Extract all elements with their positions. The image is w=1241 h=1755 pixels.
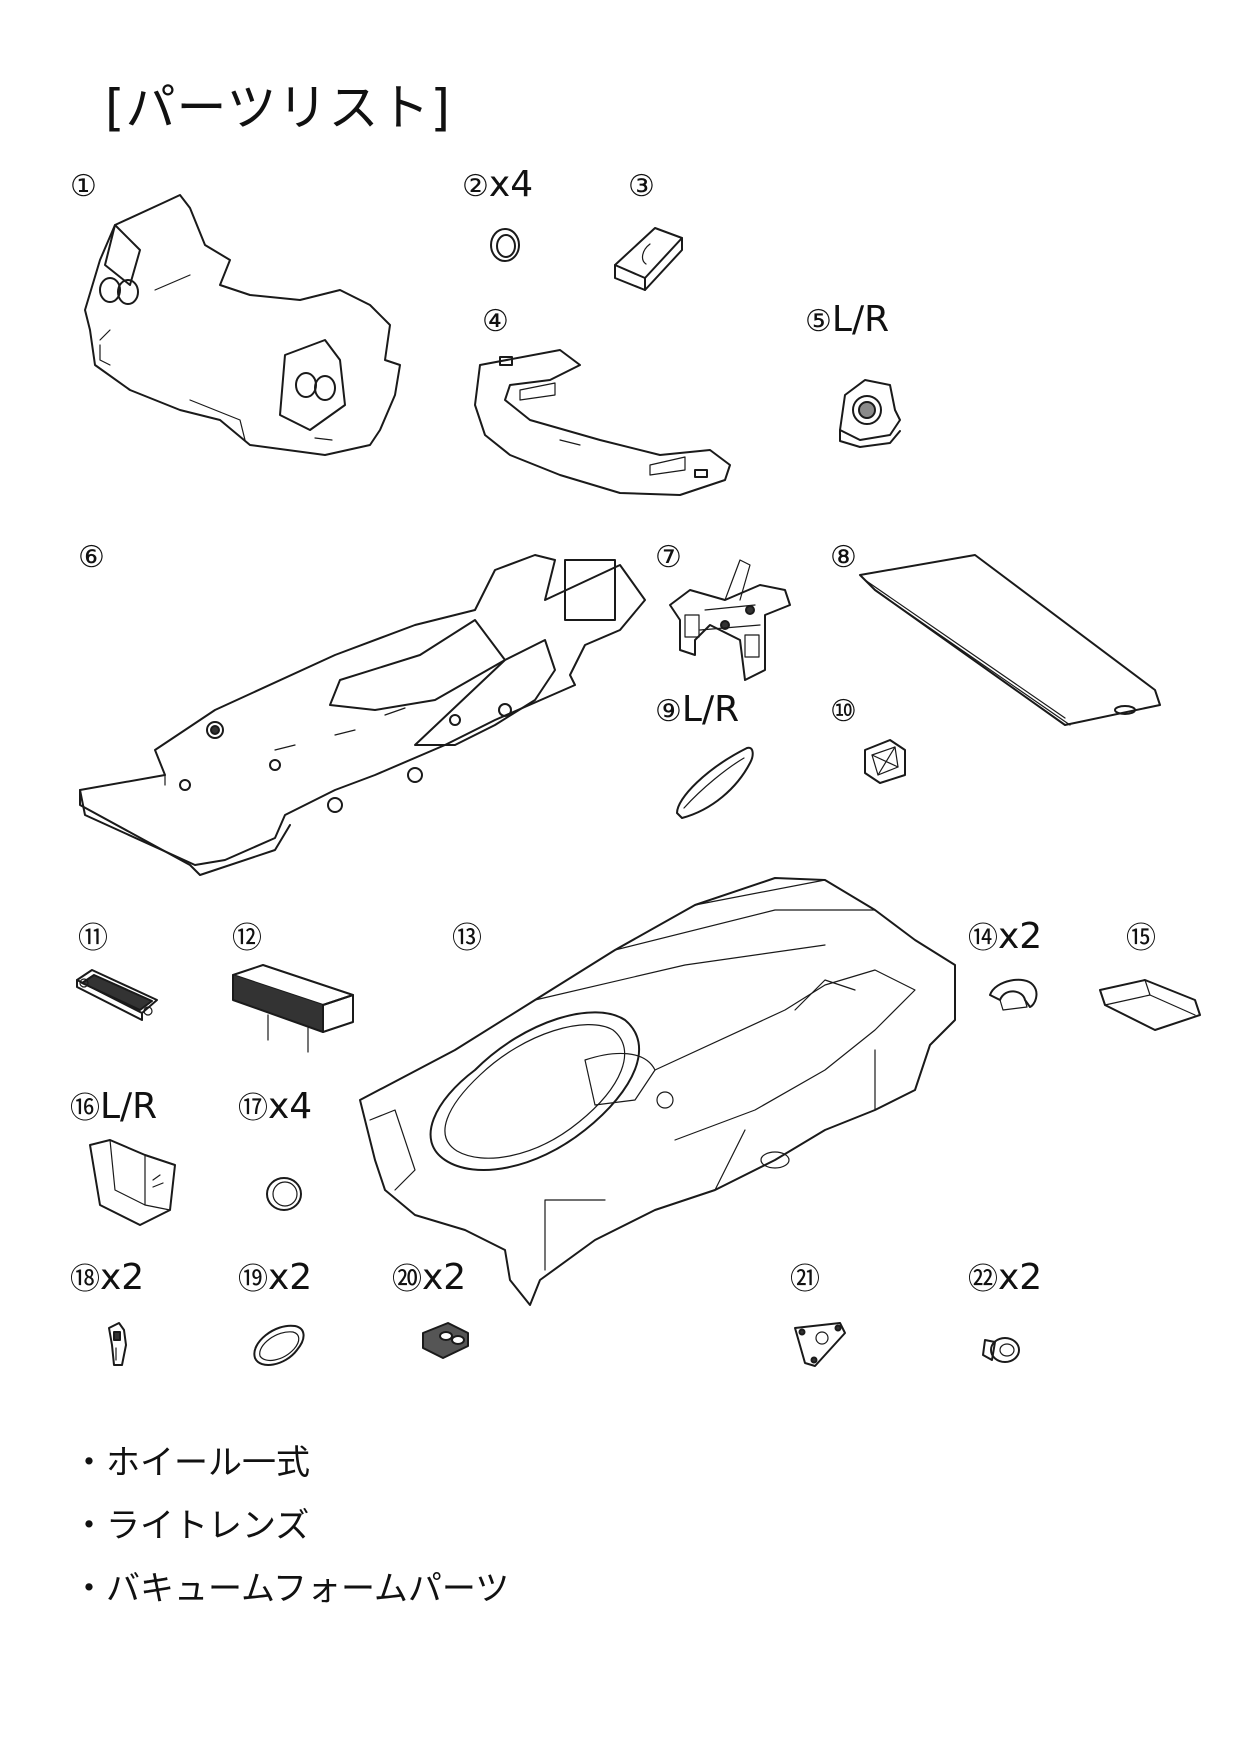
part-13-body-shell-drawing [359,877,956,1306]
part-3-clip-block-drawing [614,227,683,291]
part-6-chassis-floor-drawing [79,554,646,876]
part-19-oval-ring-drawing [253,1324,305,1366]
part-label-20: ⑳x2 [392,1257,467,1298]
part-1-front-cowl-drawing [84,194,401,456]
part-label-13: ⑬ [452,921,482,956]
part-label-18: ⑱x2 [70,1257,145,1298]
part-label-2: ②x4 [462,164,534,205]
part-4-front-plate-drawing [474,349,731,496]
part-label-15: ⑮ [1126,921,1156,956]
part-label-5: ⑤L/R [805,299,890,340]
page-title: [パーツリスト] [105,79,452,137]
part-22-knob-drawing [982,1337,1020,1363]
part-11-radiator-drawing [76,969,158,1021]
part-label-17: ⑰x4 [238,1086,313,1127]
note-light-lens: ・ライトレンズ [72,1506,310,1546]
part-label-4: ④ [482,304,509,339]
part-14-clip-drawing [989,978,1038,1011]
part-18-pin-drawing [108,1322,127,1366]
part-21-triangle-plate-drawing [794,1322,846,1367]
part-label-16: ⑯L/R [70,1086,158,1127]
part-16-side-pod-drawing [89,1139,176,1226]
part-label-9: ⑨L/R [655,689,740,730]
note-wheel-set: ・ホイール一式 [72,1443,310,1483]
part-label-10: ⑩ [830,694,857,729]
note-vacuum-form-parts: ・バキュームフォームパーツ [72,1569,510,1609]
part-label-14: ⑭x2 [968,916,1043,957]
part-15-small-wing-drawing [1099,979,1201,1031]
part-label-11: ⑪ [78,921,108,956]
part-label-19: ⑲x2 [238,1257,313,1298]
part-label-1: ① [70,169,97,204]
part-label-21: ㉑ [790,1262,820,1297]
part-label-7: ⑦ [655,540,682,575]
part-7-suspension-frame-drawing [669,559,791,681]
part-label-12: ⑫ [232,921,262,956]
part-8-rear-wing-drawing [859,554,1161,726]
part-9-fin-drawing [676,746,754,819]
part-17-disk-drawing [266,1177,302,1211]
part-label-22: ㉒x2 [968,1257,1043,1298]
part-label-8: ⑧ [830,540,857,575]
part-label-3: ③ [628,169,655,204]
part-label-6: ⑥ [78,540,105,575]
part-5-bracket-drawing [839,379,901,448]
part-20-twin-hole-block-drawing [422,1322,469,1359]
part-10-mount-drawing [864,739,906,784]
part-12-intercooler-drawing [232,964,354,1053]
part-2-ring-drawing [490,228,520,262]
